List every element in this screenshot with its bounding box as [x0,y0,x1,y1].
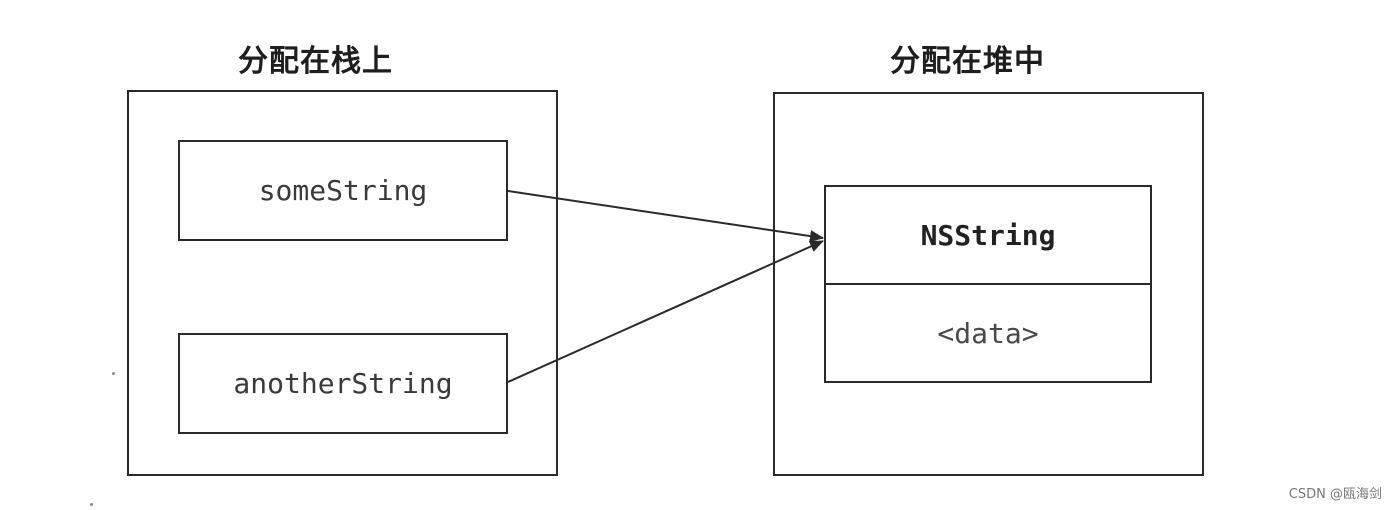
heap-object-nsstring: NSString <data> [824,185,1152,383]
stack-variable-another-string: anotherString [178,333,508,434]
object-class-name: NSString [826,187,1150,285]
scan-speck [90,503,93,506]
heap-title: 分配在堆中 [890,44,1045,79]
watermark: CSDN @瓯海剑 [1288,487,1382,502]
stack-title: 分配在栈上 [238,44,393,79]
stack-variable-some-string: someString [178,140,508,241]
pointer-arrow-another-string [507,240,824,383]
stack-variable-label: anotherString [233,367,453,400]
object-data-field: <data> [937,316,1039,350]
pointer-arrow-some-string [507,190,824,243]
stack-variable-label: someString [258,174,428,207]
scan-speck [112,372,115,375]
